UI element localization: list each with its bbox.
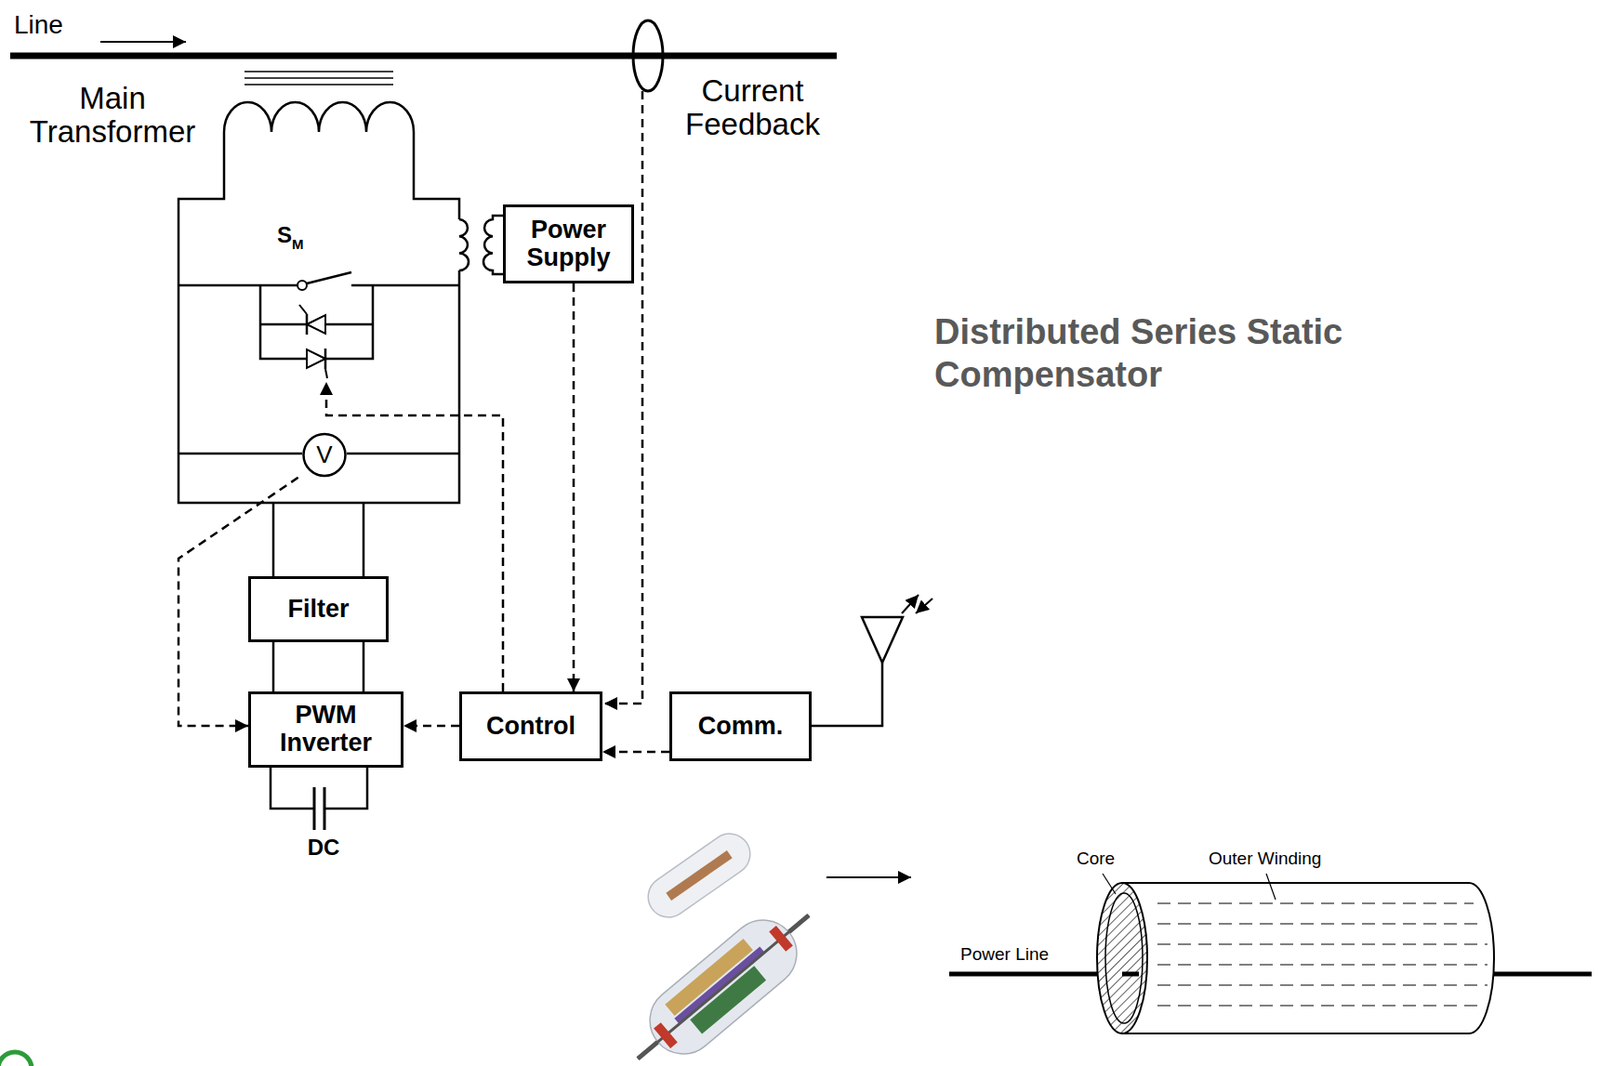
thyristor-symbol — [306, 315, 326, 334]
outer-winding — [1122, 883, 1495, 1034]
transition-arrow — [826, 876, 912, 879]
capacitor-wire — [270, 761, 368, 809]
winding-dash — [1157, 943, 1488, 945]
winding-dashes — [1157, 903, 1488, 1006]
winding-dash — [1157, 984, 1488, 986]
signal-arrow — [915, 598, 933, 614]
switch-contact — [297, 280, 307, 291]
leader-line — [1266, 873, 1276, 900]
direction-arrow — [100, 40, 186, 43]
part-label: Current Feedback — [661, 74, 844, 143]
part-label: Core — [1076, 849, 1133, 870]
thyristor-gate — [299, 304, 307, 315]
power-line — [1494, 972, 1592, 978]
winding-dash — [1157, 902, 1474, 904]
feedback-wire — [604, 91, 643, 704]
winding-dash — [1157, 1004, 1483, 1006]
block-box: Comm. — [669, 691, 812, 762]
block-box: Filter — [248, 576, 389, 643]
signal-arrow — [901, 595, 919, 614]
transformer-coil — [224, 102, 414, 133]
current-transformer — [633, 20, 663, 92]
capacitor-plate — [313, 787, 317, 831]
leader-line — [1102, 873, 1116, 895]
box-text: Power Supply — [505, 216, 632, 272]
box-text: PWM Inverter — [251, 701, 401, 757]
box-text: Filter — [287, 595, 349, 624]
signal-connector — [602, 751, 670, 754]
part-label: Power Line — [960, 945, 1072, 966]
device-cover — [640, 825, 759, 926]
logo-fragment — [0, 1052, 32, 1066]
supply-coil — [483, 215, 503, 275]
antenna-symbol — [861, 617, 903, 663]
part-label: Line — [13, 11, 98, 40]
circle-outline — [304, 434, 346, 477]
thyristor-symbol — [306, 349, 326, 369]
circuit-wire — [178, 132, 460, 503]
power-line — [1122, 972, 1139, 978]
signal-connector — [572, 283, 576, 692]
block-box: Control — [459, 691, 603, 762]
meter-circle: V — [302, 431, 347, 479]
power-connector — [272, 642, 276, 692]
circuit-wire — [362, 502, 366, 577]
gate-control-wire — [326, 382, 503, 692]
thyristor-gate — [325, 369, 328, 379]
device-clamp — [653, 1022, 678, 1049]
box-text: Comm. — [698, 713, 784, 741]
capacitor-plate — [323, 787, 327, 831]
core — [1097, 883, 1148, 1034]
box-text: Control — [486, 713, 576, 741]
device-housing — [635, 906, 810, 1066]
part-label: Outer Winding — [1208, 849, 1349, 870]
transformer-core — [244, 70, 394, 73]
thyristor-symbol — [324, 348, 328, 370]
circuit-wire — [346, 452, 460, 456]
signal-connector — [403, 725, 460, 728]
device-rod — [637, 915, 809, 1059]
circuit-wire — [351, 284, 460, 288]
box-text: V — [316, 441, 332, 469]
transformer-core — [244, 83, 394, 86]
part-label: M — [291, 237, 307, 253]
transformer-core — [244, 77, 394, 80]
winding-dash — [1157, 964, 1488, 966]
supply-coil — [459, 219, 469, 271]
circuit-wire — [413, 132, 460, 220]
power-connector — [362, 642, 366, 692]
antenna-wire — [811, 662, 883, 727]
device-cover — [640, 825, 759, 926]
winding-dash — [1157, 923, 1483, 925]
device-part — [689, 965, 767, 1034]
circuit-wire — [178, 284, 298, 288]
part-label: DC — [304, 835, 343, 860]
thyristor-wire — [260, 285, 373, 359]
power-line — [10, 52, 837, 60]
thyristor-symbol — [305, 314, 309, 335]
core — [1105, 893, 1143, 1024]
diagram-title: Distributed Series Static Compensator — [934, 311, 1493, 397]
circuit-wire — [178, 452, 303, 456]
device-rod — [637, 915, 809, 1059]
device-clamp — [768, 925, 794, 953]
device-body — [616, 889, 831, 1066]
circuit-wire — [272, 502, 276, 577]
block-box: Power Supply — [502, 204, 635, 284]
device-cover-part — [665, 850, 732, 901]
switch-blade — [306, 272, 352, 284]
part-label: Main Transformer — [7, 81, 218, 150]
block-box: PWM Inverter — [248, 691, 404, 768]
